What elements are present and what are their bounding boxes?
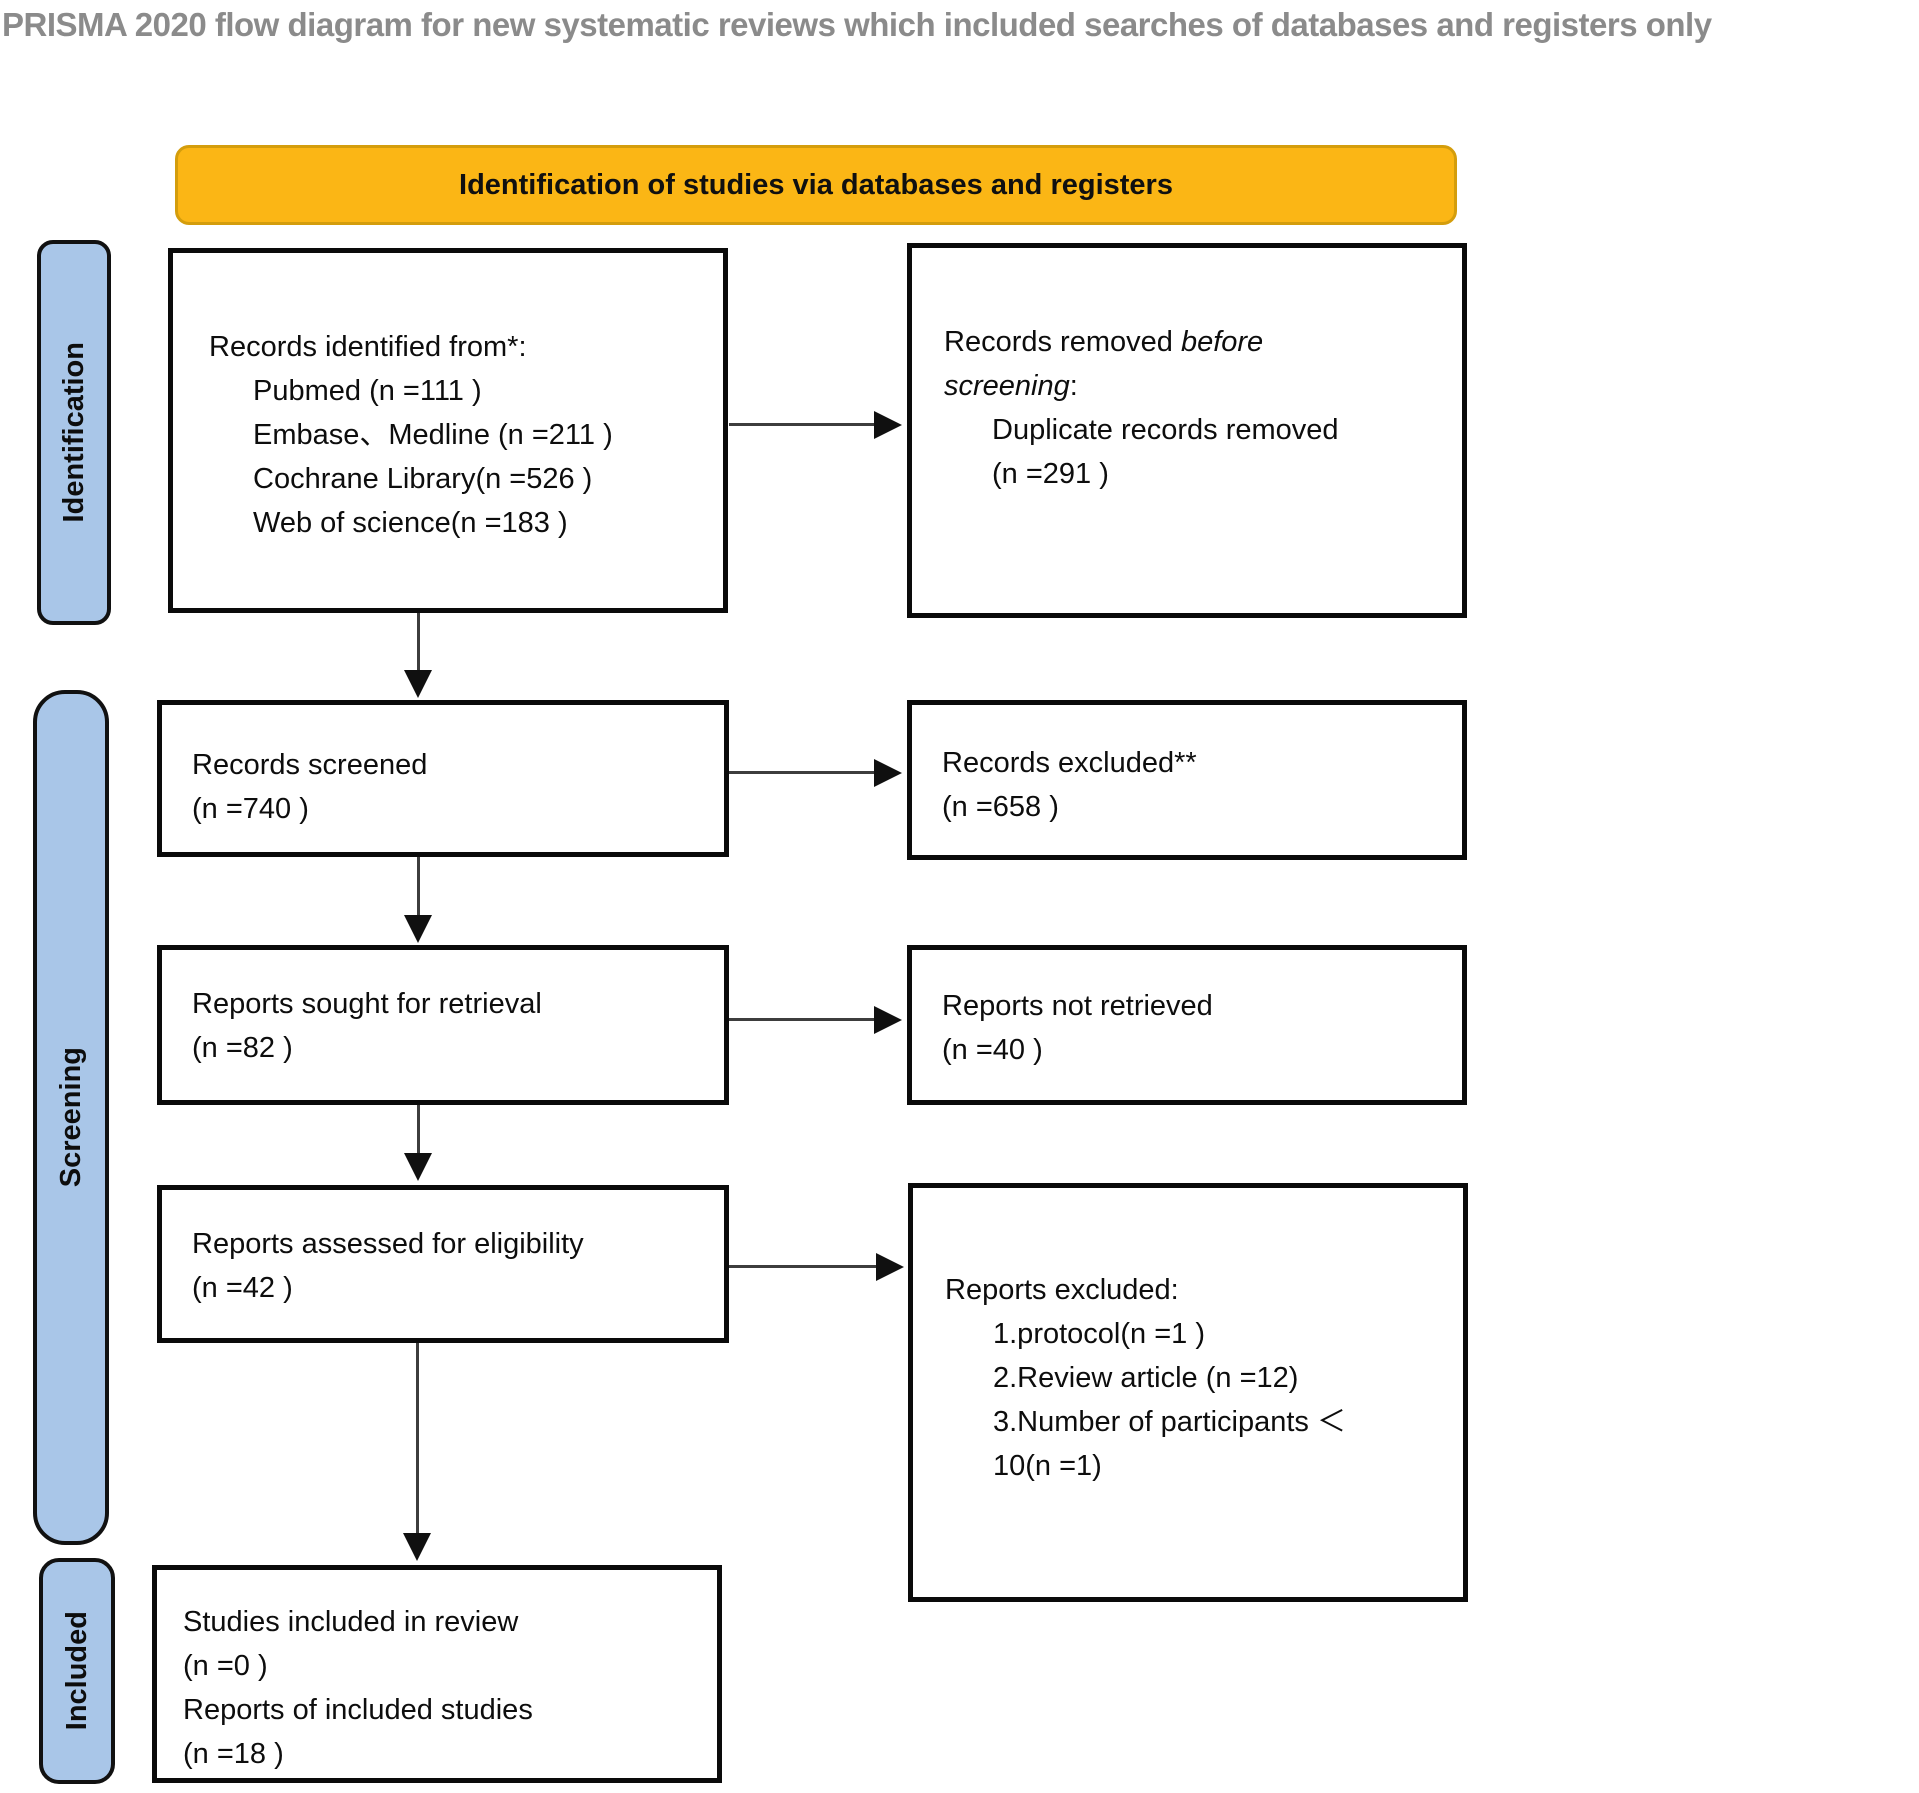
reports-excluded-header: Reports excluded: xyxy=(945,1274,1179,1306)
records-excluded-box: Records excluded** (n =658 ) xyxy=(907,700,1467,860)
arrow-screened-to-excluded-line xyxy=(729,771,877,774)
records-identified-source-web-of-science: Web of science(n =183 ) xyxy=(253,507,568,539)
reports-excluded-box: Reports excluded: 1.protocol(n =1 ) 2.Re… xyxy=(908,1183,1468,1602)
arrow-sought-to-assessed-line xyxy=(417,1105,420,1155)
arrow-assessed-to-included-head xyxy=(403,1533,431,1561)
arrow-sought-to-assessed-head xyxy=(404,1153,432,1181)
arrow-assessed-to-included-line xyxy=(416,1343,419,1535)
reports-included-count: (n =18 ) xyxy=(183,1738,284,1770)
reports-sought-label: Reports sought for retrieval xyxy=(192,988,542,1020)
reports-excluded-reason-participants-cont: 10(n =1) xyxy=(993,1450,1102,1482)
records-screened-count: (n =740 ) xyxy=(192,793,309,825)
records-identified-source-pubmed: Pubmed (n =111 ) xyxy=(253,375,482,407)
studies-included-count: (n =0 ) xyxy=(183,1650,268,1682)
reports-excluded-reason-review-article: 2.Review article (n =12) xyxy=(993,1362,1299,1394)
arrow-assessed-to-excluded-head xyxy=(876,1253,904,1281)
reports-sought-count: (n =82 ) xyxy=(192,1032,293,1064)
records-screened-box: Records screened (n =740 ) xyxy=(157,700,729,857)
stage-included-label: Included xyxy=(60,1611,93,1731)
arrow-sought-to-not-retrieved-line xyxy=(729,1018,877,1021)
records-removed-line1: Records removed before xyxy=(944,326,1264,358)
arrow-screened-to-sought-line xyxy=(417,857,420,917)
reports-not-retrieved-label: Reports not retrieved xyxy=(942,990,1213,1022)
reports-not-retrieved-count: (n =40 ) xyxy=(942,1034,1043,1066)
records-removed-box: Records removed before screening: Duplic… xyxy=(907,243,1467,618)
arrow-assessed-to-excluded-line xyxy=(729,1265,879,1268)
reports-assessed-label: Reports assessed for eligibility xyxy=(192,1228,584,1260)
reports-sought-box: Reports sought for retrieval (n =82 ) xyxy=(157,945,729,1105)
reports-assessed-box: Reports assessed for eligibility (n =42 … xyxy=(157,1185,729,1343)
records-excluded-count: (n =658 ) xyxy=(942,791,1059,823)
stage-screening: Screening xyxy=(33,690,109,1545)
studies-included-label: Studies included in review xyxy=(183,1606,519,1638)
studies-included-box: Studies included in review (n =0 ) Repor… xyxy=(152,1565,722,1783)
reports-excluded-reason-participants: 3.Number of participants ＜ xyxy=(993,1406,1346,1438)
page-title: PRISMA 2020 flow diagram for new systema… xyxy=(2,6,1712,43)
arrow-identified-to-removed-line xyxy=(729,423,877,426)
arrow-identified-to-screened-head xyxy=(404,670,432,698)
records-screened-label: Records screened xyxy=(192,749,428,781)
arrow-identified-to-screened-line xyxy=(417,613,420,673)
arrow-sought-to-not-retrieved-head xyxy=(874,1006,902,1034)
reports-excluded-reason-protocol: 1.protocol(n =1 ) xyxy=(993,1318,1205,1350)
records-removed-line2: screening: xyxy=(944,370,1078,402)
reports-included-label: Reports of included studies xyxy=(183,1694,533,1726)
banner-label: Identification of studies via databases … xyxy=(459,168,1173,201)
reports-assessed-count: (n =42 ) xyxy=(192,1272,293,1304)
reports-not-retrieved-box: Reports not retrieved (n =40 ) xyxy=(907,945,1467,1105)
records-excluded-label: Records excluded** xyxy=(942,747,1197,779)
banner-identification-via-databases: Identification of studies via databases … xyxy=(175,145,1457,225)
records-identified-source-cochrane: Cochrane Library(n =526 ) xyxy=(253,463,593,495)
arrow-screened-to-sought-head xyxy=(404,915,432,943)
records-removed-duplicates-count: (n =291 ) xyxy=(992,458,1109,490)
records-identified-line: Records identified from*: xyxy=(209,331,527,363)
stage-identification-label: Identification xyxy=(57,342,90,523)
arrow-screened-to-excluded-head xyxy=(874,759,902,787)
stage-identification: Identification xyxy=(37,240,111,625)
arrow-identified-to-removed-head xyxy=(874,411,902,439)
records-removed-duplicates-line: Duplicate records removed xyxy=(992,414,1339,446)
records-identified-source-embase-medline: Embase、Medline (n =211 ) xyxy=(253,419,613,451)
stage-screening-label: Screening xyxy=(54,1047,87,1188)
records-identified-box: Records identified from*: Pubmed (n =111… xyxy=(168,248,728,613)
stage-included: Included xyxy=(39,1558,115,1784)
